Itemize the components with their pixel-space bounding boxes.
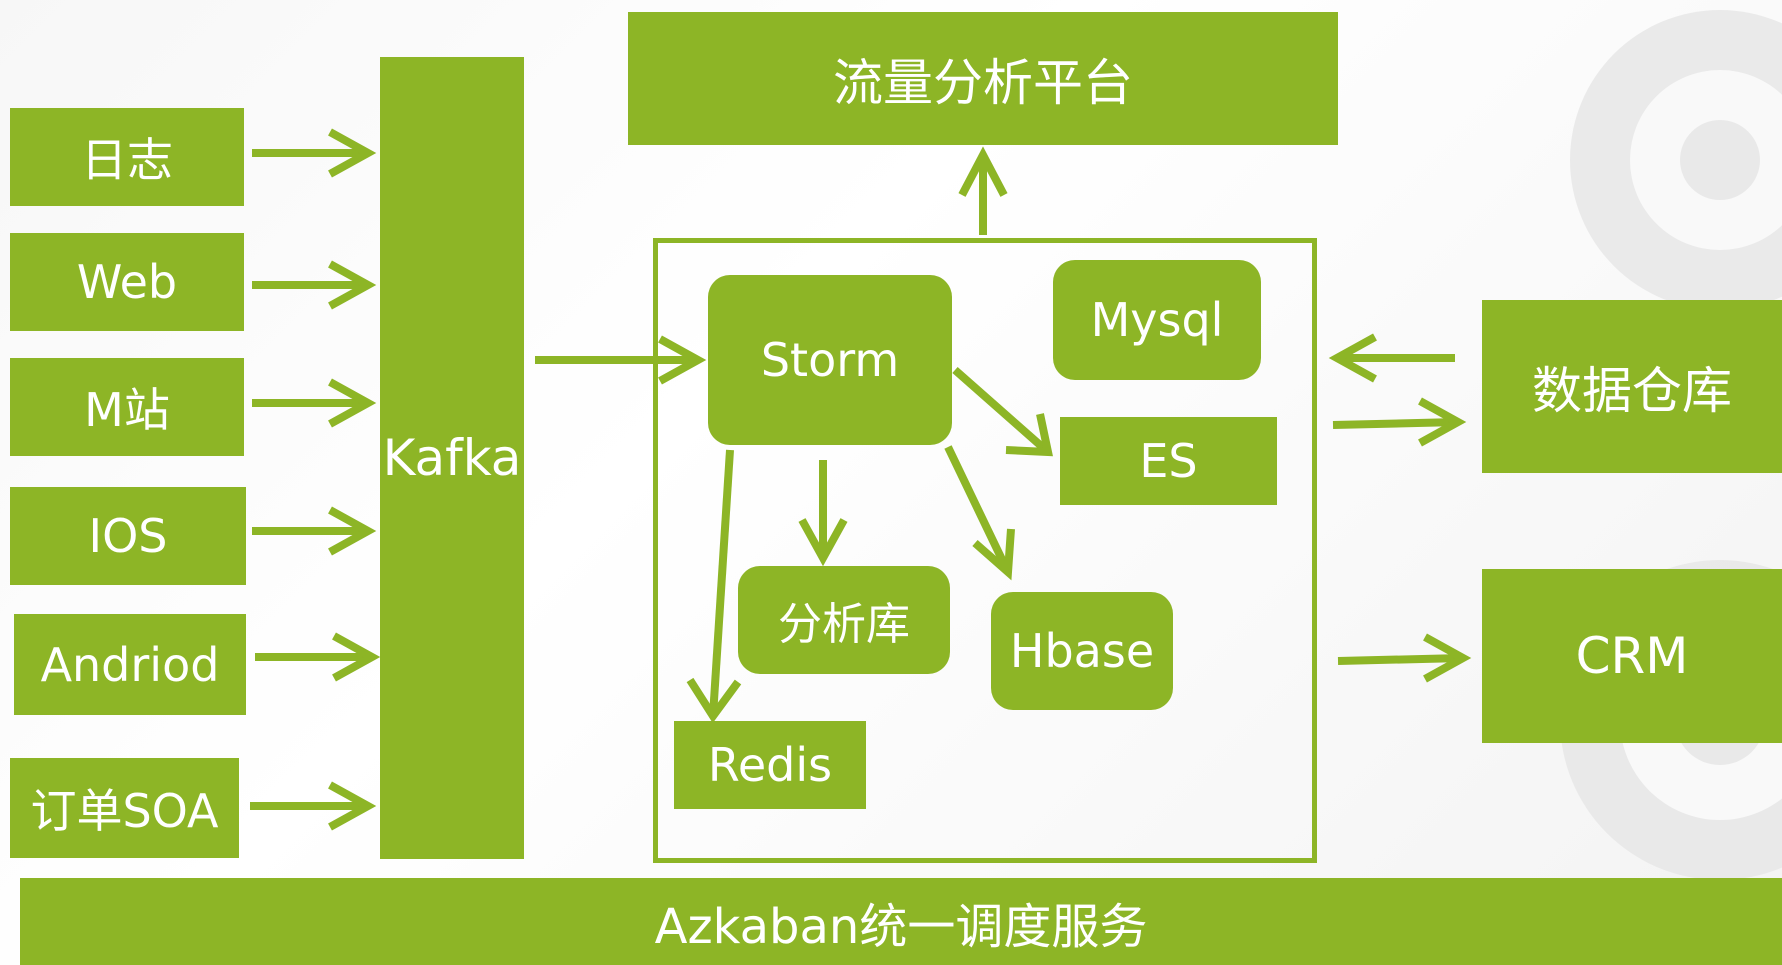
source-ios: IOS [10, 487, 246, 585]
crm-box: CRM [1482, 569, 1782, 743]
es-box: ES [1060, 417, 1277, 505]
data-warehouse-box: 数据仓库 [1482, 300, 1782, 473]
arrow-processing-to-warehouse [1332, 397, 1467, 447]
arrow-web-to-kafka [252, 260, 377, 310]
source-order-soa: 订单SOA [10, 758, 239, 858]
arrow-storm-to-es [952, 366, 1053, 457]
arrow-msite-to-kafka [252, 378, 377, 428]
arrow-storm-to-analysis-db [798, 460, 848, 567]
arrow-processing-to-platform [958, 146, 1008, 235]
arrow-logs-to-kafka [252, 128, 377, 178]
arrow-ios-to-kafka [252, 506, 377, 556]
source-web: Web [10, 233, 244, 331]
source-android: Andriod [14, 614, 246, 715]
arrow-storm-to-hbase [944, 445, 1015, 581]
mysql-box: Mysql [1053, 260, 1261, 380]
analysis-db-box: 分析库 [738, 566, 950, 674]
source-m-site: M站 [10, 358, 244, 456]
redis-box: Redis [674, 721, 866, 809]
arrow-kafka-to-storm [535, 335, 707, 385]
traffic-analysis-platform: 流量分析平台 [628, 12, 1338, 145]
arrow-storm-to-redis [686, 449, 742, 724]
arrow-android-to-kafka [255, 632, 381, 682]
hbase-box: Hbase [991, 592, 1173, 710]
kafka-box: Kafka [380, 57, 524, 859]
arrow-processing-to-crm [1337, 633, 1472, 683]
processing-frame [653, 238, 1317, 863]
azkaban-scheduler-bar: Azkaban统一调度服务 [20, 878, 1782, 965]
arrow-warehouse-to-processing [1328, 333, 1455, 383]
arrow-soa-to-kafka [250, 781, 377, 831]
storm-box: Storm [708, 275, 952, 445]
source-logs: 日志 [10, 108, 244, 206]
